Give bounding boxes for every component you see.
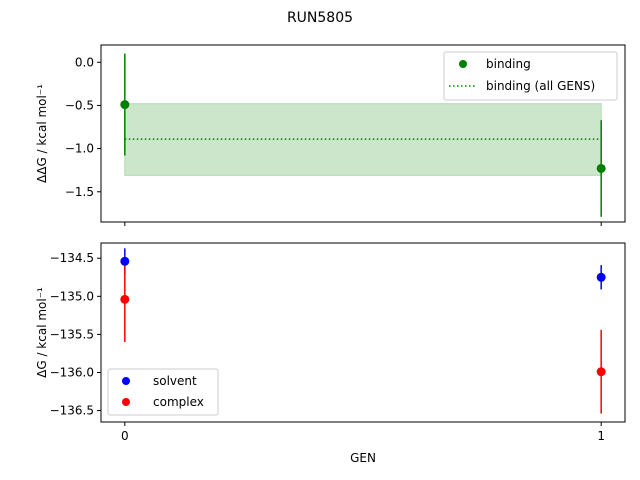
data-point-solvent xyxy=(596,272,606,282)
legend-label-binding-all-gens: binding (all GENS) xyxy=(486,79,595,93)
panel-binding-frame xyxy=(100,44,626,223)
panel-free-energy-ticks: −134.5 −135.0 −135.5 −136.0 −136.5 0 1 xyxy=(50,251,605,443)
x-axis-label: GEN xyxy=(350,451,376,465)
legend-box xyxy=(443,51,618,101)
legend-marker-binding xyxy=(459,60,467,68)
panel-free-energy-marks xyxy=(120,248,606,414)
y-tick-label: −136.0 xyxy=(50,365,94,379)
legend-label-solvent: solvent xyxy=(153,374,197,388)
y-tick-label: −134.5 xyxy=(50,251,94,265)
y-tick-label: −0.5 xyxy=(65,98,94,112)
legend-label-complex: complex xyxy=(153,395,204,409)
data-point-complex xyxy=(120,294,130,304)
legend-free-energy: solvent complex xyxy=(107,368,219,416)
legend-marker-solvent xyxy=(122,377,130,385)
y-tick-label: −1.5 xyxy=(65,185,94,199)
y-tick-label: −135.5 xyxy=(50,327,94,341)
panel-free-energy-frame xyxy=(100,242,626,423)
chart-title: RUN5805 xyxy=(287,10,353,26)
panel-binding-marks xyxy=(120,53,606,217)
y-tick-label: −136.5 xyxy=(50,404,94,418)
data-point-complex xyxy=(596,367,606,377)
panel-binding-ylabel: ΔΔG / kcal mol⁻¹ xyxy=(35,84,49,183)
y-tick-label: −135.0 xyxy=(50,289,94,303)
legend-binding: binding binding (all GENS) xyxy=(443,51,618,101)
panel-binding-ticks: 0.0 −0.5 −1.0 −1.5 xyxy=(65,55,602,226)
legend-marker-complex xyxy=(122,398,130,406)
panel-binding: 0.0 −0.5 −1.0 −1.5 ΔΔG / kcal mol⁻¹ binding… xyxy=(35,44,626,226)
legend-label-binding: binding xyxy=(486,57,531,71)
x-tick-label: 0 xyxy=(121,429,129,443)
panel-free-energy-ylabel: ΔG / kcal mol⁻¹ xyxy=(35,287,49,378)
legend-box xyxy=(107,368,219,416)
x-tick-label: 1 xyxy=(597,429,605,443)
data-point-binding xyxy=(120,100,130,110)
y-tick-label: 0.0 xyxy=(75,55,94,69)
panel-free-energy: −134.5 −135.0 −135.5 −136.0 −136.5 0 1 ΔG / kc… xyxy=(35,242,626,443)
y-tick-label: −1.0 xyxy=(65,142,94,156)
data-point-solvent xyxy=(120,256,130,266)
data-point-binding xyxy=(596,163,606,173)
panel-binding-band-layer xyxy=(124,103,602,176)
